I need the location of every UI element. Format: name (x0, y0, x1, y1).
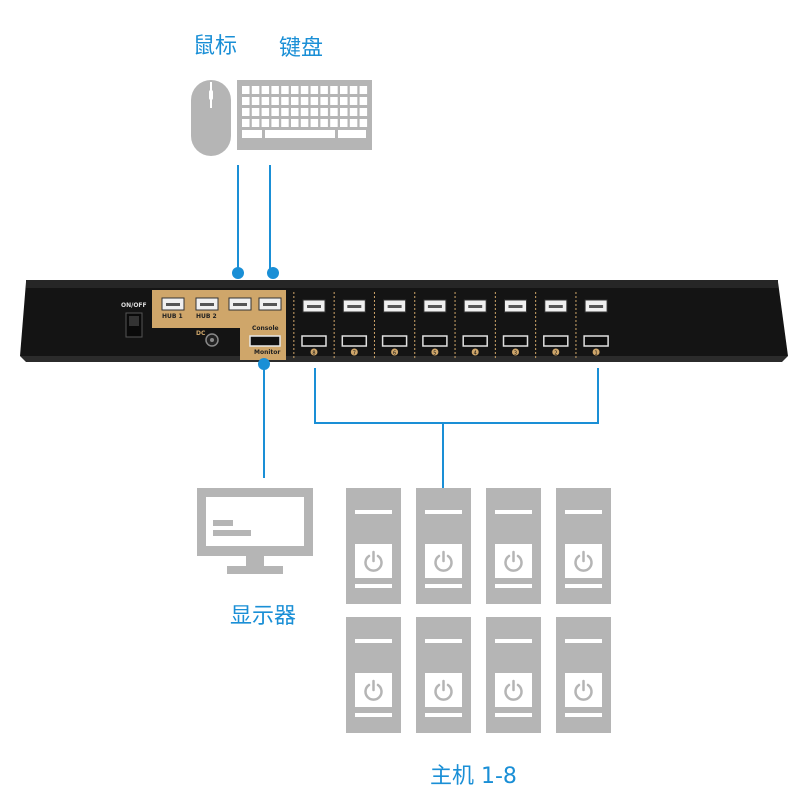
host-port-1[interactable]: 1 (583, 299, 609, 357)
host-tower-icon (416, 617, 471, 733)
host-port-4[interactable]: 4 (462, 299, 488, 357)
host-tower-icon (346, 488, 401, 604)
host-port-5[interactable]: 5 (422, 299, 448, 357)
power-icon (504, 554, 523, 572)
power-label: ON/OFF (121, 302, 147, 309)
kvm-device: 8 7 6 5 4 3 2 1 (20, 280, 788, 362)
mouse-icon (191, 80, 231, 156)
power-icon (504, 683, 523, 701)
host-tower-icon (486, 617, 541, 733)
host-port-number: 1 (595, 351, 598, 357)
power-icon (434, 683, 453, 701)
keyboard-icon (237, 80, 372, 150)
monitor-connector-dot (258, 358, 270, 370)
host-towers (346, 488, 611, 733)
host-tower-icon (556, 617, 611, 733)
monitor-port-label: Monitor (254, 349, 281, 356)
monitor-icon (197, 488, 313, 574)
hub1-label: HUB 1 (162, 313, 183, 320)
host-tower-icon (346, 617, 401, 733)
console-label: Console (252, 325, 279, 332)
hub2-label: HUB 2 (196, 313, 217, 320)
host-tower-icon (556, 488, 611, 604)
peripheral-lines (237, 165, 271, 272)
host-port-number: 8 (312, 351, 315, 357)
mouse-connector-dot (232, 267, 244, 279)
host-tower-icon (486, 488, 541, 604)
power-icon (364, 554, 383, 572)
host-port-number: 4 (474, 351, 477, 357)
monitor-label: 显示器 (230, 604, 297, 629)
power-icon (364, 683, 383, 701)
mouse-label: 鼠标 (193, 34, 238, 59)
monitor-port[interactable] (249, 335, 281, 347)
power-icon (574, 683, 593, 701)
dc-label: DC (196, 330, 206, 337)
host-port-number: 2 (554, 351, 557, 357)
host-port-number: 5 (433, 351, 436, 357)
host-port-number: 6 (393, 351, 396, 357)
host-port-7[interactable]: 7 (341, 299, 368, 357)
keyboard-connector-dot (267, 267, 279, 279)
host-port-2[interactable]: 2 (543, 299, 569, 357)
host-port-6[interactable]: 6 (381, 299, 408, 357)
power-icon (434, 554, 453, 572)
host-port-8[interactable]: 8 (301, 299, 327, 357)
power-icon (574, 554, 593, 572)
host-port-number: 7 (353, 351, 356, 357)
host-port-3[interactable]: 3 (502, 299, 529, 357)
keyboard-label: 键盘 (279, 36, 324, 61)
hosts-label: 主机 1-8 (430, 764, 517, 789)
host-tower-icon (416, 488, 471, 604)
hosts-bracket (314, 368, 599, 492)
host-port-number: 3 (514, 351, 517, 357)
